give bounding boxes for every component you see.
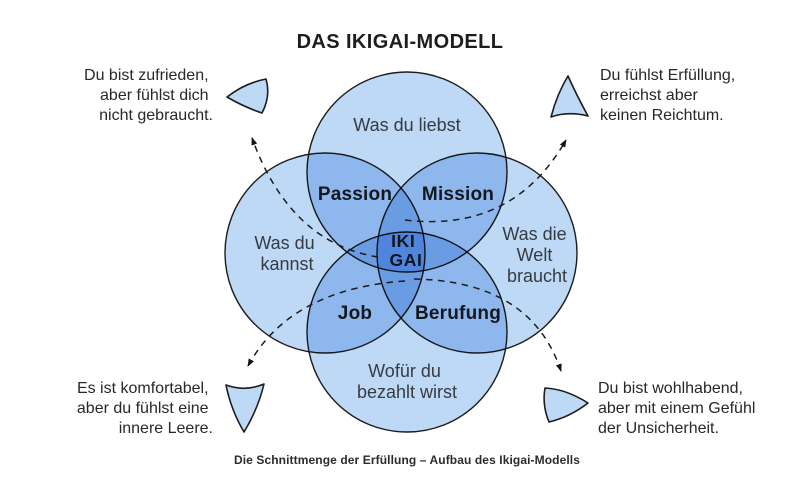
dashed-arrow-top-right <box>404 139 567 223</box>
overlap-label-mission: Mission <box>422 184 494 205</box>
corner-wedges <box>225 75 589 433</box>
dashed-arrow-bottom-right <box>413 278 562 372</box>
overlap-label-berufung: Berufung <box>415 303 501 324</box>
label-was-die-welt-braucht: Was die Welt braucht <box>502 224 571 286</box>
ikigai-center-label: IKI GAI <box>390 231 423 270</box>
wedge-bottom-right <box>543 387 589 423</box>
note-bottom-right: Du bist wohlhabend, aber mit einem Gefüh… <box>598 380 760 437</box>
label-was-du-kannst: Was du kannst <box>254 233 319 274</box>
label-wofuer-du-bezahlt-wirst: Wofür du bezahlt wirst <box>357 361 457 402</box>
wedge-top-right <box>550 75 589 118</box>
venn-circles <box>224 71 578 433</box>
dashed-arrow-bottom-left <box>247 280 406 367</box>
dashed-arrows <box>247 137 567 372</box>
circle-wofuer-du-bezahlt-wirst <box>306 231 508 433</box>
overlap-label-passion: Passion <box>318 184 392 205</box>
dashed-arrow-top-left <box>251 137 379 258</box>
wedge-top-left <box>226 78 269 114</box>
caption: Die Schnittmenge der Erfüllung – Aufbau … <box>234 453 580 467</box>
page-title: DAS IKIGAI-MODELL <box>297 31 504 53</box>
overlap-label-job: Job <box>338 303 372 324</box>
note-top-left: Du bist zufrieden, aber fühlst dich nich… <box>84 67 213 124</box>
note-bottom-left: Es ist komfortabel, aber du fühlst eine … <box>77 380 213 437</box>
wedge-bottom-left <box>225 383 265 433</box>
note-top-right: Du fühlst Erfüllung, erreichst aber kein… <box>600 67 740 124</box>
label-was-du-liebst: Was du liebst <box>353 115 460 135</box>
